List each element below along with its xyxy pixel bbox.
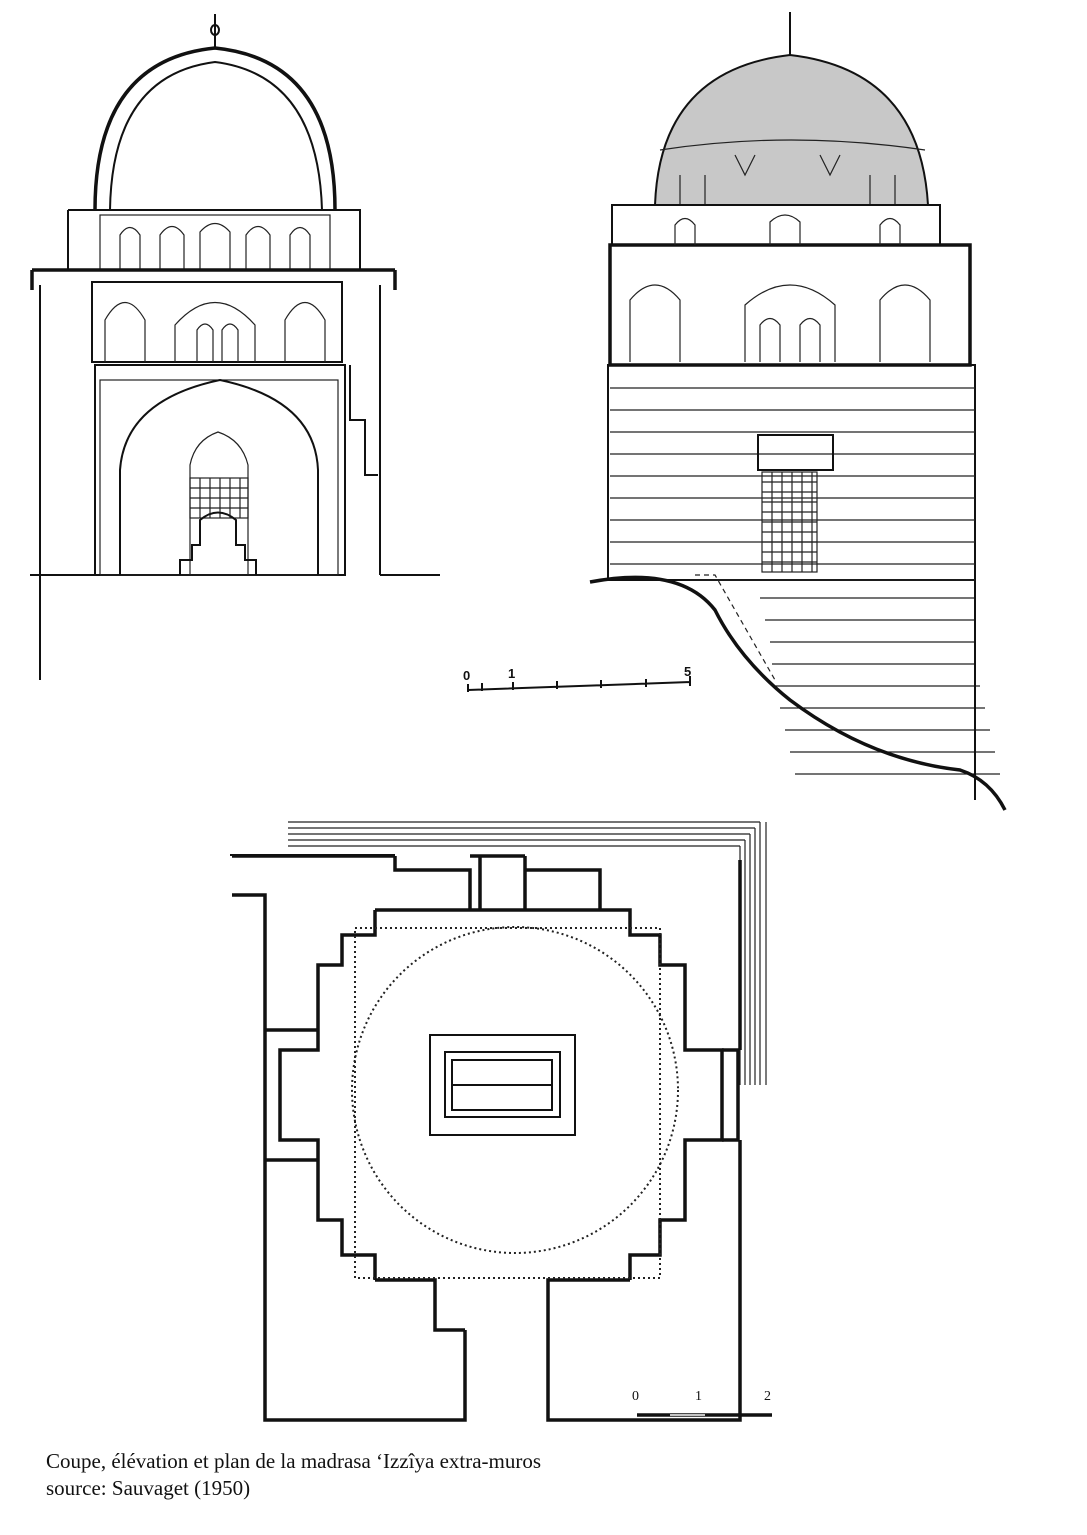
caption-source: source: Sauvaget (1950) [46, 1476, 251, 1500]
scale-label-0: 0 [463, 668, 470, 683]
scale-label-1: 1 [508, 666, 515, 681]
plan-scale-label-1: 1 [695, 1389, 702, 1404]
plan-drawing [230, 821, 767, 1422]
scale-label-5: 5 [684, 664, 691, 679]
plan-scale-label-0: 0 [632, 1389, 639, 1404]
plan-scale-label-2: 2 [764, 1389, 771, 1404]
scale-bar-elevation: 0 1 5 [463, 664, 691, 692]
elevation-drawing [589, 12, 1007, 811]
scale-bar-plan: 0 1 2 [632, 1389, 772, 1417]
caption-title: Coupe, élévation et plan de la madrasa ‘… [46, 1449, 542, 1473]
figure-caption: Coupe, élévation et plan de la madrasa ‘… [46, 1448, 541, 1502]
section-drawing [30, 14, 440, 680]
